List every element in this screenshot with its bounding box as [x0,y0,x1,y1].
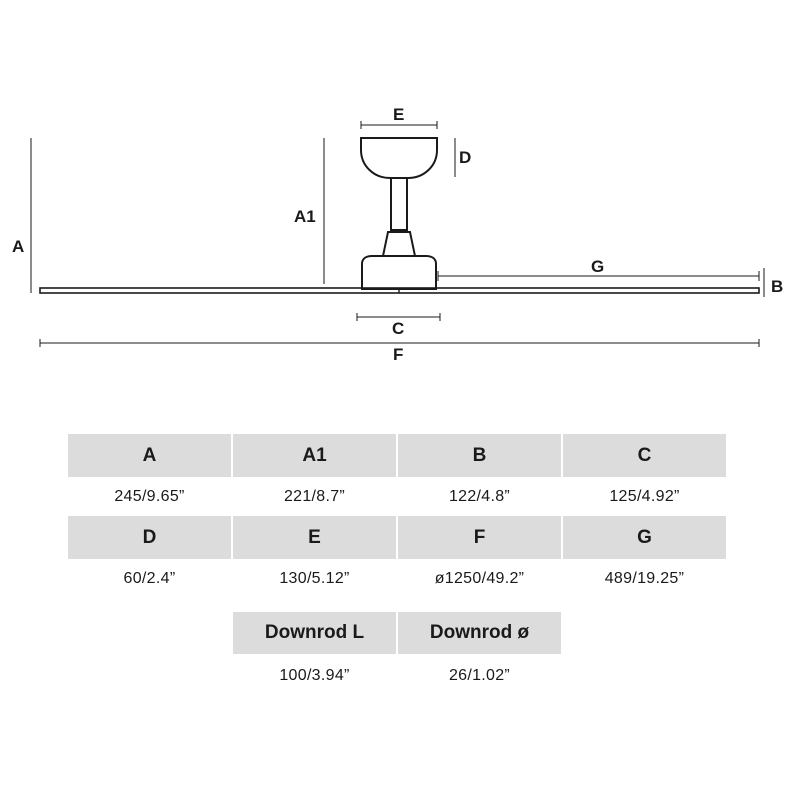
table-value-f: ø1250/49.2” [434,570,525,587]
table-header-downrod-length: Downrod L [233,612,396,654]
table-header-c: C [563,434,726,477]
table-header-g: G [563,516,726,559]
dim-label-a1: A1 [294,207,316,226]
table-header-d: D [68,516,231,559]
dim-label-f: F [393,345,403,364]
table-value-d: 60/2.4” [123,570,176,587]
table-header-downrod-diameter: Downrod ø [398,612,561,654]
downrod [390,177,408,231]
canopy [360,137,438,179]
dim-label-b: B [771,277,783,296]
table-value-downrod-diameter: 26/1.02” [448,667,511,684]
motor-collar [381,231,417,257]
table-value-g: 489/19.25” [604,570,685,587]
table-header-b: B [398,434,561,477]
table-value-downrod-length: 100/3.94” [279,667,350,684]
table-value-b: 122/4.8” [448,488,511,505]
fan-dimension-diagram: A A1 D E G B C F [12,105,783,364]
dim-label-g: G [591,257,604,276]
table-value-c: 125/4.92” [609,488,680,505]
dim-label-a: A [12,237,24,256]
table-value-a: 245/9.65” [114,488,185,505]
table-header-a1: A1 [233,434,396,477]
dim-label-c: C [392,319,404,338]
motor-housing [361,255,437,290]
table-header-a: A [68,434,231,477]
table-header-f: F [398,516,561,559]
table-header-e: E [233,516,396,559]
table-value-a1: 221/8.7” [283,488,346,505]
table-value-e: 130/5.12” [279,570,350,587]
dim-label-e: E [393,105,404,124]
dim-label-d: D [459,148,471,167]
